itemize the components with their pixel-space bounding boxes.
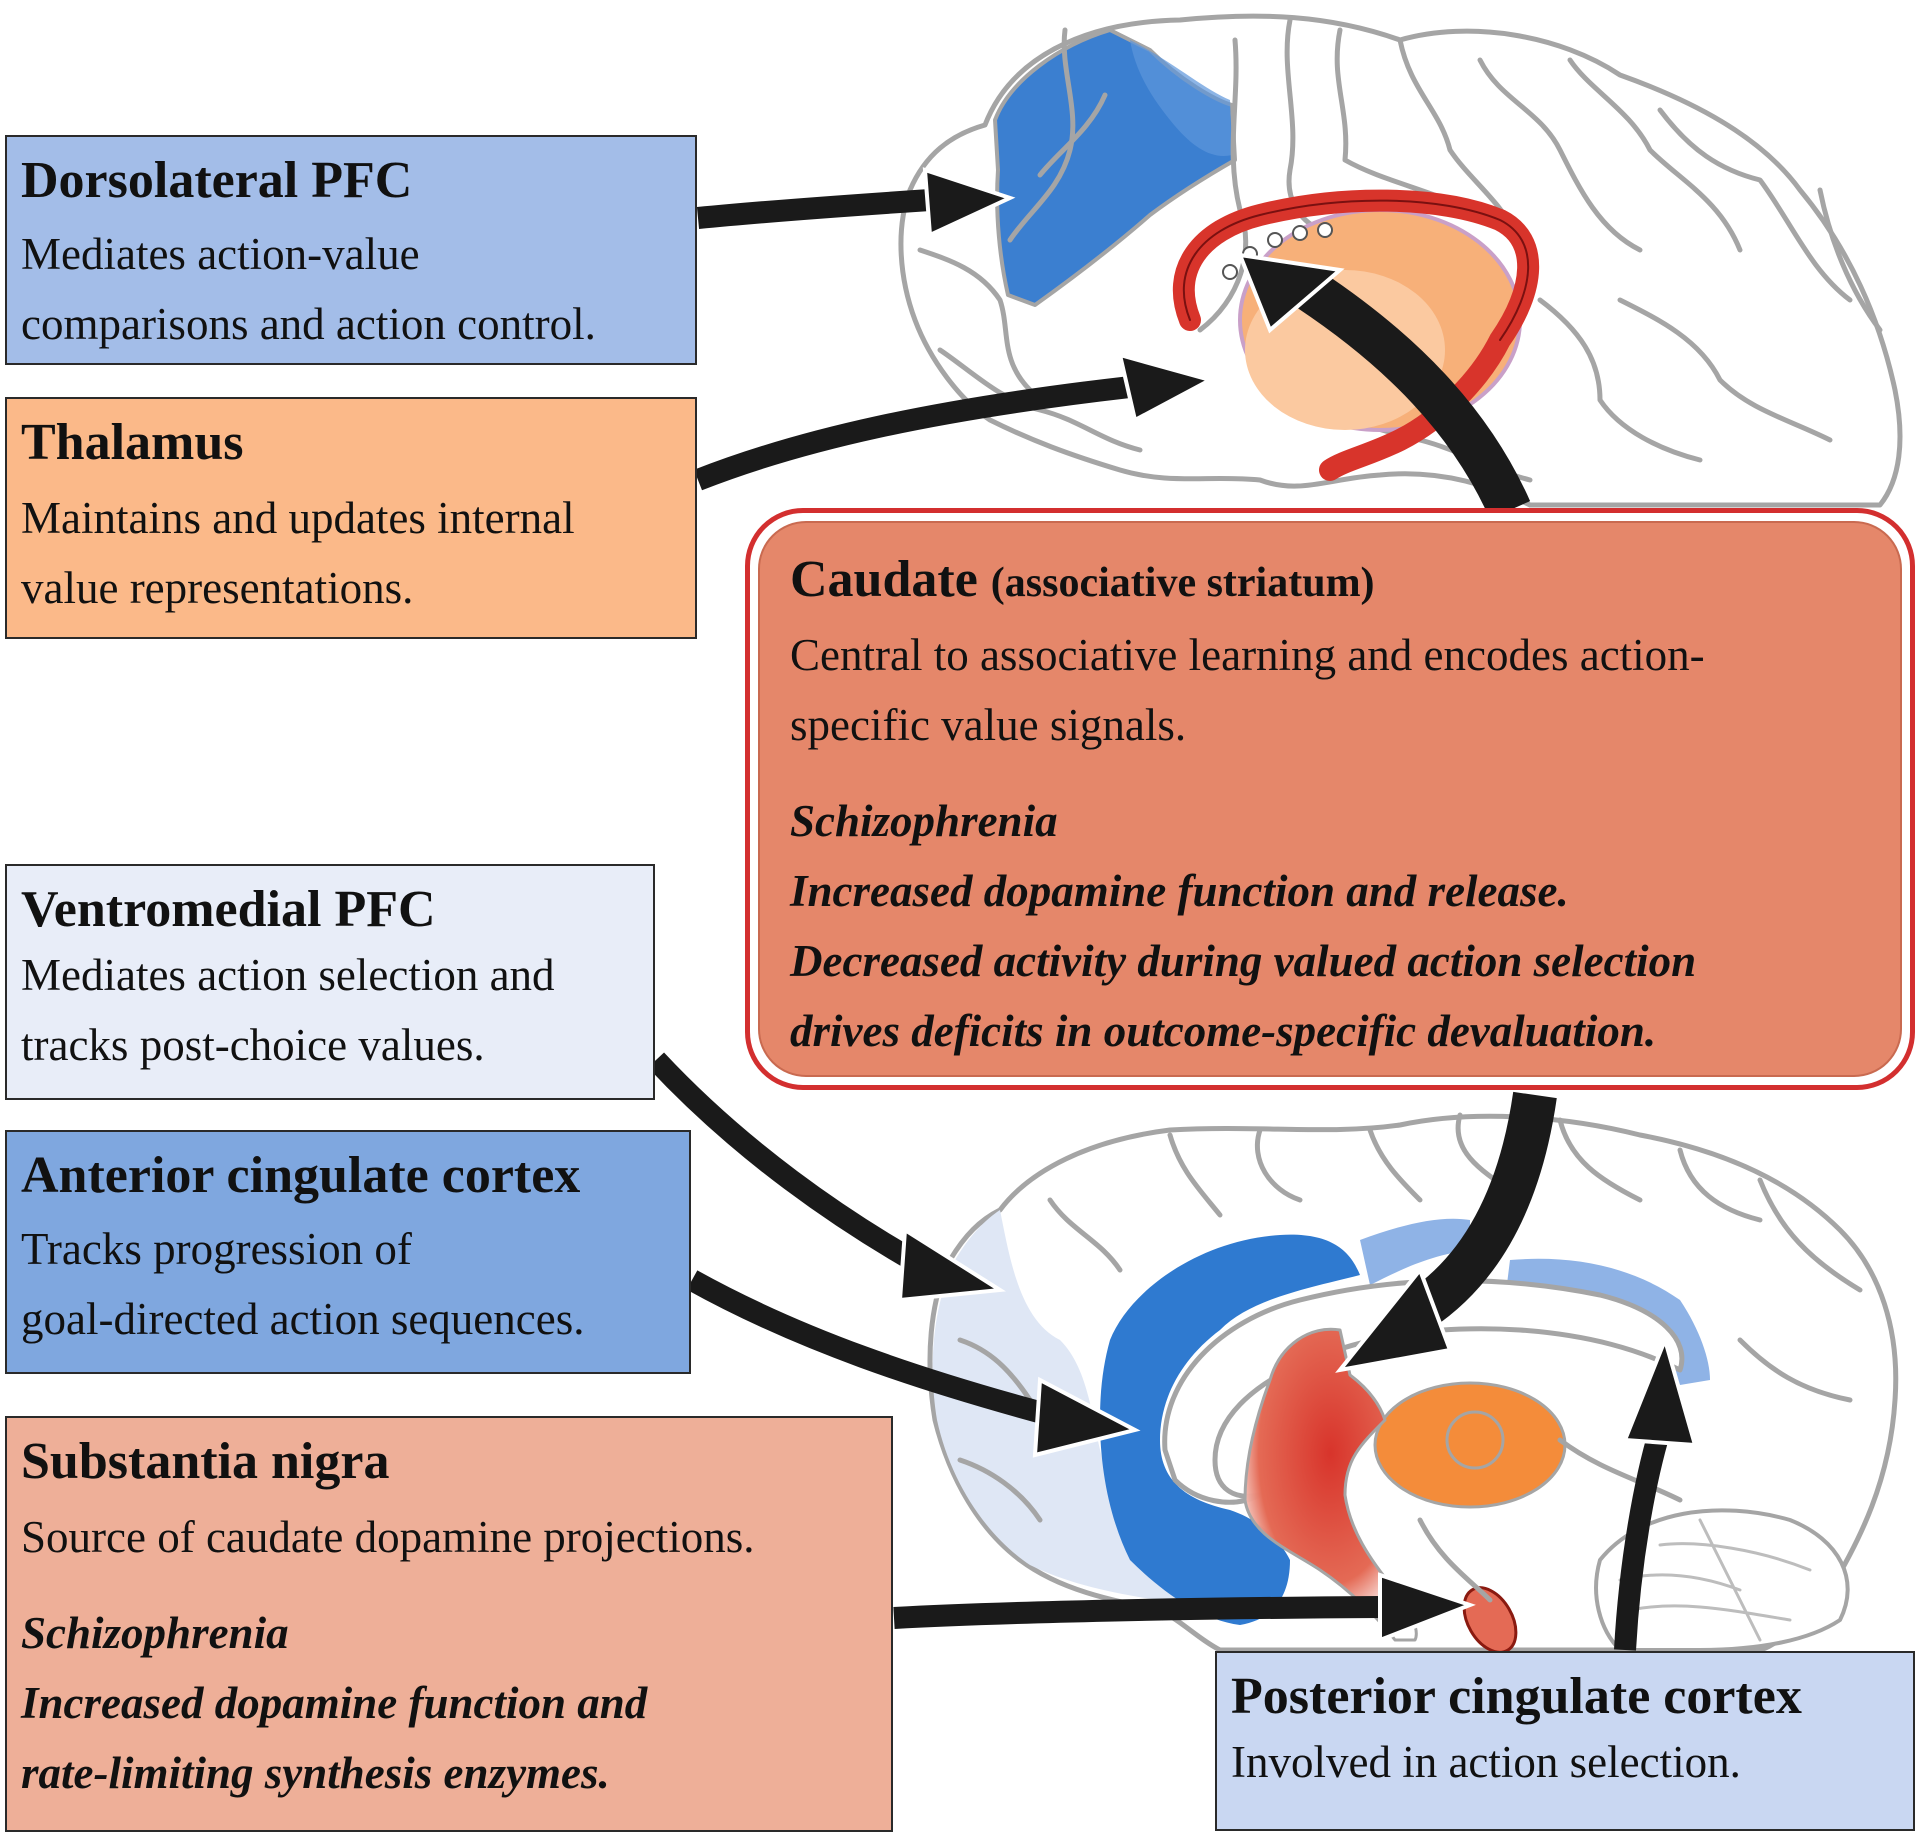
bottom-brain-gyri — [1047, 1197, 1123, 1273]
acc-region — [1100, 1234, 1360, 1625]
arrow-caudate-down — [1407, 1091, 1557, 1329]
bottom-brain-gyri — [1367, 1127, 1423, 1203]
thalamus-line: value representations. — [21, 563, 414, 613]
arrow-sn-head — [1378, 1572, 1476, 1643]
dlpfc-line: comparisons and action control. — [21, 299, 596, 349]
pcc-title: Posterior cingulate cortex — [1231, 1668, 1802, 1725]
thalamus-line: Maintains and updates internal — [21, 493, 575, 543]
top-brain-gyri — [1657, 107, 1853, 303]
substantia-nigra-box: Substantia nigra Source of caudate dopam… — [5, 1416, 893, 1832]
arrow-acc — [686, 1270, 1053, 1426]
sn-finding: rate-limiting synthesis enzymes. — [21, 1748, 610, 1798]
arrow-vmpfc — [647, 1052, 936, 1280]
acc-title: Anterior cingulate cortex — [21, 1147, 581, 1204]
thalamus-nucleus — [1445, 1410, 1505, 1470]
dlpfc-title: Dorsolateral PFC — [21, 152, 413, 209]
bottom-brain-gyri — [1254, 1127, 1303, 1203]
arrow-dlpfc — [696, 189, 931, 229]
top-brain-gyri — [1567, 57, 1743, 253]
dlpfc-line: Mediates action-value — [21, 229, 420, 279]
sn-finding: Increased dopamine function and — [21, 1678, 648, 1728]
acc-line: Tracks progression of — [21, 1224, 412, 1274]
corpus-callosum — [1162, 1278, 1685, 1505]
pcc-line: Involved in action selection. — [1231, 1737, 1741, 1787]
bottom-brain-gyri — [957, 1337, 1033, 1403]
vmpfc-box: Ventromedial PFC Mediates action selecti… — [5, 864, 655, 1100]
arrow-dlpfc-head — [922, 167, 1016, 239]
top-brain-lateral — [898, 13, 1903, 508]
caudate-box: Caudate (associative striatum) Central t… — [758, 521, 1902, 1077]
vmpfc-title: Ventromedial PFC — [21, 881, 436, 938]
bottom-brain-gyri — [1417, 1517, 1493, 1603]
arrow-pcc-head — [1622, 1333, 1698, 1448]
bottom-brain-medial — [927, 1112, 1899, 1654]
arrow-thalamus-head — [1117, 352, 1216, 423]
vmpfc-line: tracks post-choice values. — [21, 1020, 485, 1070]
arrow-caudate-down-head — [1335, 1266, 1453, 1373]
thalamus-region-bottom — [1373, 1381, 1567, 1509]
bottom-brain-gyri — [1677, 1147, 1763, 1223]
dlpfc-region-light — [1130, 40, 1232, 156]
caudate-region-top-outline — [1182, 199, 1530, 341]
pcc-box: Posterior cingulate cortex Involved in a… — [1215, 1651, 1915, 1831]
top-brain-gyri — [937, 347, 1143, 453]
caudate-finding: drives deficits in outcome-specific deva… — [790, 1006, 1657, 1056]
caudate-finding: Decreased activity during valued action … — [790, 936, 1697, 986]
bottom-brain-gyri — [1167, 1132, 1223, 1218]
caudate-disorder: Schizophrenia — [790, 796, 1058, 846]
top-brain-gyri — [1537, 297, 1703, 463]
top-brain-gyri — [917, 247, 1033, 393]
sn-title: Substantia nigra — [21, 1433, 390, 1490]
arrow-vmpfc-head — [897, 1226, 1006, 1303]
arrow-caudate-up-head — [1236, 252, 1345, 334]
caudate-subtitle: (associative striatum) — [990, 560, 1375, 606]
top-brain-gyri — [1007, 27, 1076, 243]
bottom-brain-gyri — [1737, 1337, 1853, 1403]
bottom-brain-gyri — [1557, 1437, 1683, 1503]
caudate-title-line: Caudate (associative striatum) — [790, 549, 1870, 614]
top-brain-gyri — [1477, 57, 1643, 253]
arrow-caudate-up — [1297, 271, 1531, 520]
arrow-thalamus — [693, 376, 1132, 491]
caudate-line: Central to associative learning and enco… — [790, 630, 1705, 680]
bottom-brain-gyri — [1757, 1177, 1863, 1293]
top-brain-gyri — [1037, 92, 1108, 178]
thalamus-title: Thalamus — [21, 414, 244, 471]
bottom-brain-gyri — [1557, 1117, 1643, 1203]
substantia-nigra-region — [1462, 1586, 1518, 1654]
top-brain-gyri — [1817, 187, 1883, 333]
top-brain-gyri — [1397, 37, 1523, 243]
vmpfc-line: Mediates action selection and — [21, 950, 555, 1000]
sn-line: Source of caudate dopamine projections. — [21, 1512, 755, 1562]
arrow-sn — [893, 1596, 1381, 1629]
arrows — [647, 167, 1698, 1651]
acc-line: goal-directed action sequences. — [21, 1294, 585, 1344]
caudate-title: Caudate — [790, 551, 978, 608]
arrow-pcc — [1614, 1426, 1671, 1651]
arrow-acc-head — [1032, 1376, 1141, 1458]
bottom-brain-gyri — [957, 1457, 1043, 1523]
caudate-finding: Increased dopamine function and release. — [790, 866, 1569, 916]
caudate-line: specific value signals. — [790, 700, 1187, 750]
sn-disorder: Schizophrenia — [21, 1608, 289, 1658]
top-brain-gyri — [1617, 297, 1833, 443]
acc-box: Anterior cingulate cortex Tracks progres… — [5, 1130, 691, 1374]
dlpfc-box: Dorsolateral PFC Mediates action-value c… — [5, 135, 697, 365]
cerebellum-folia — [1618, 1518, 1812, 1642]
thalamus-box: Thalamus Maintains and updates internal … — [5, 397, 697, 639]
pcc-region — [1360, 1218, 1470, 1285]
